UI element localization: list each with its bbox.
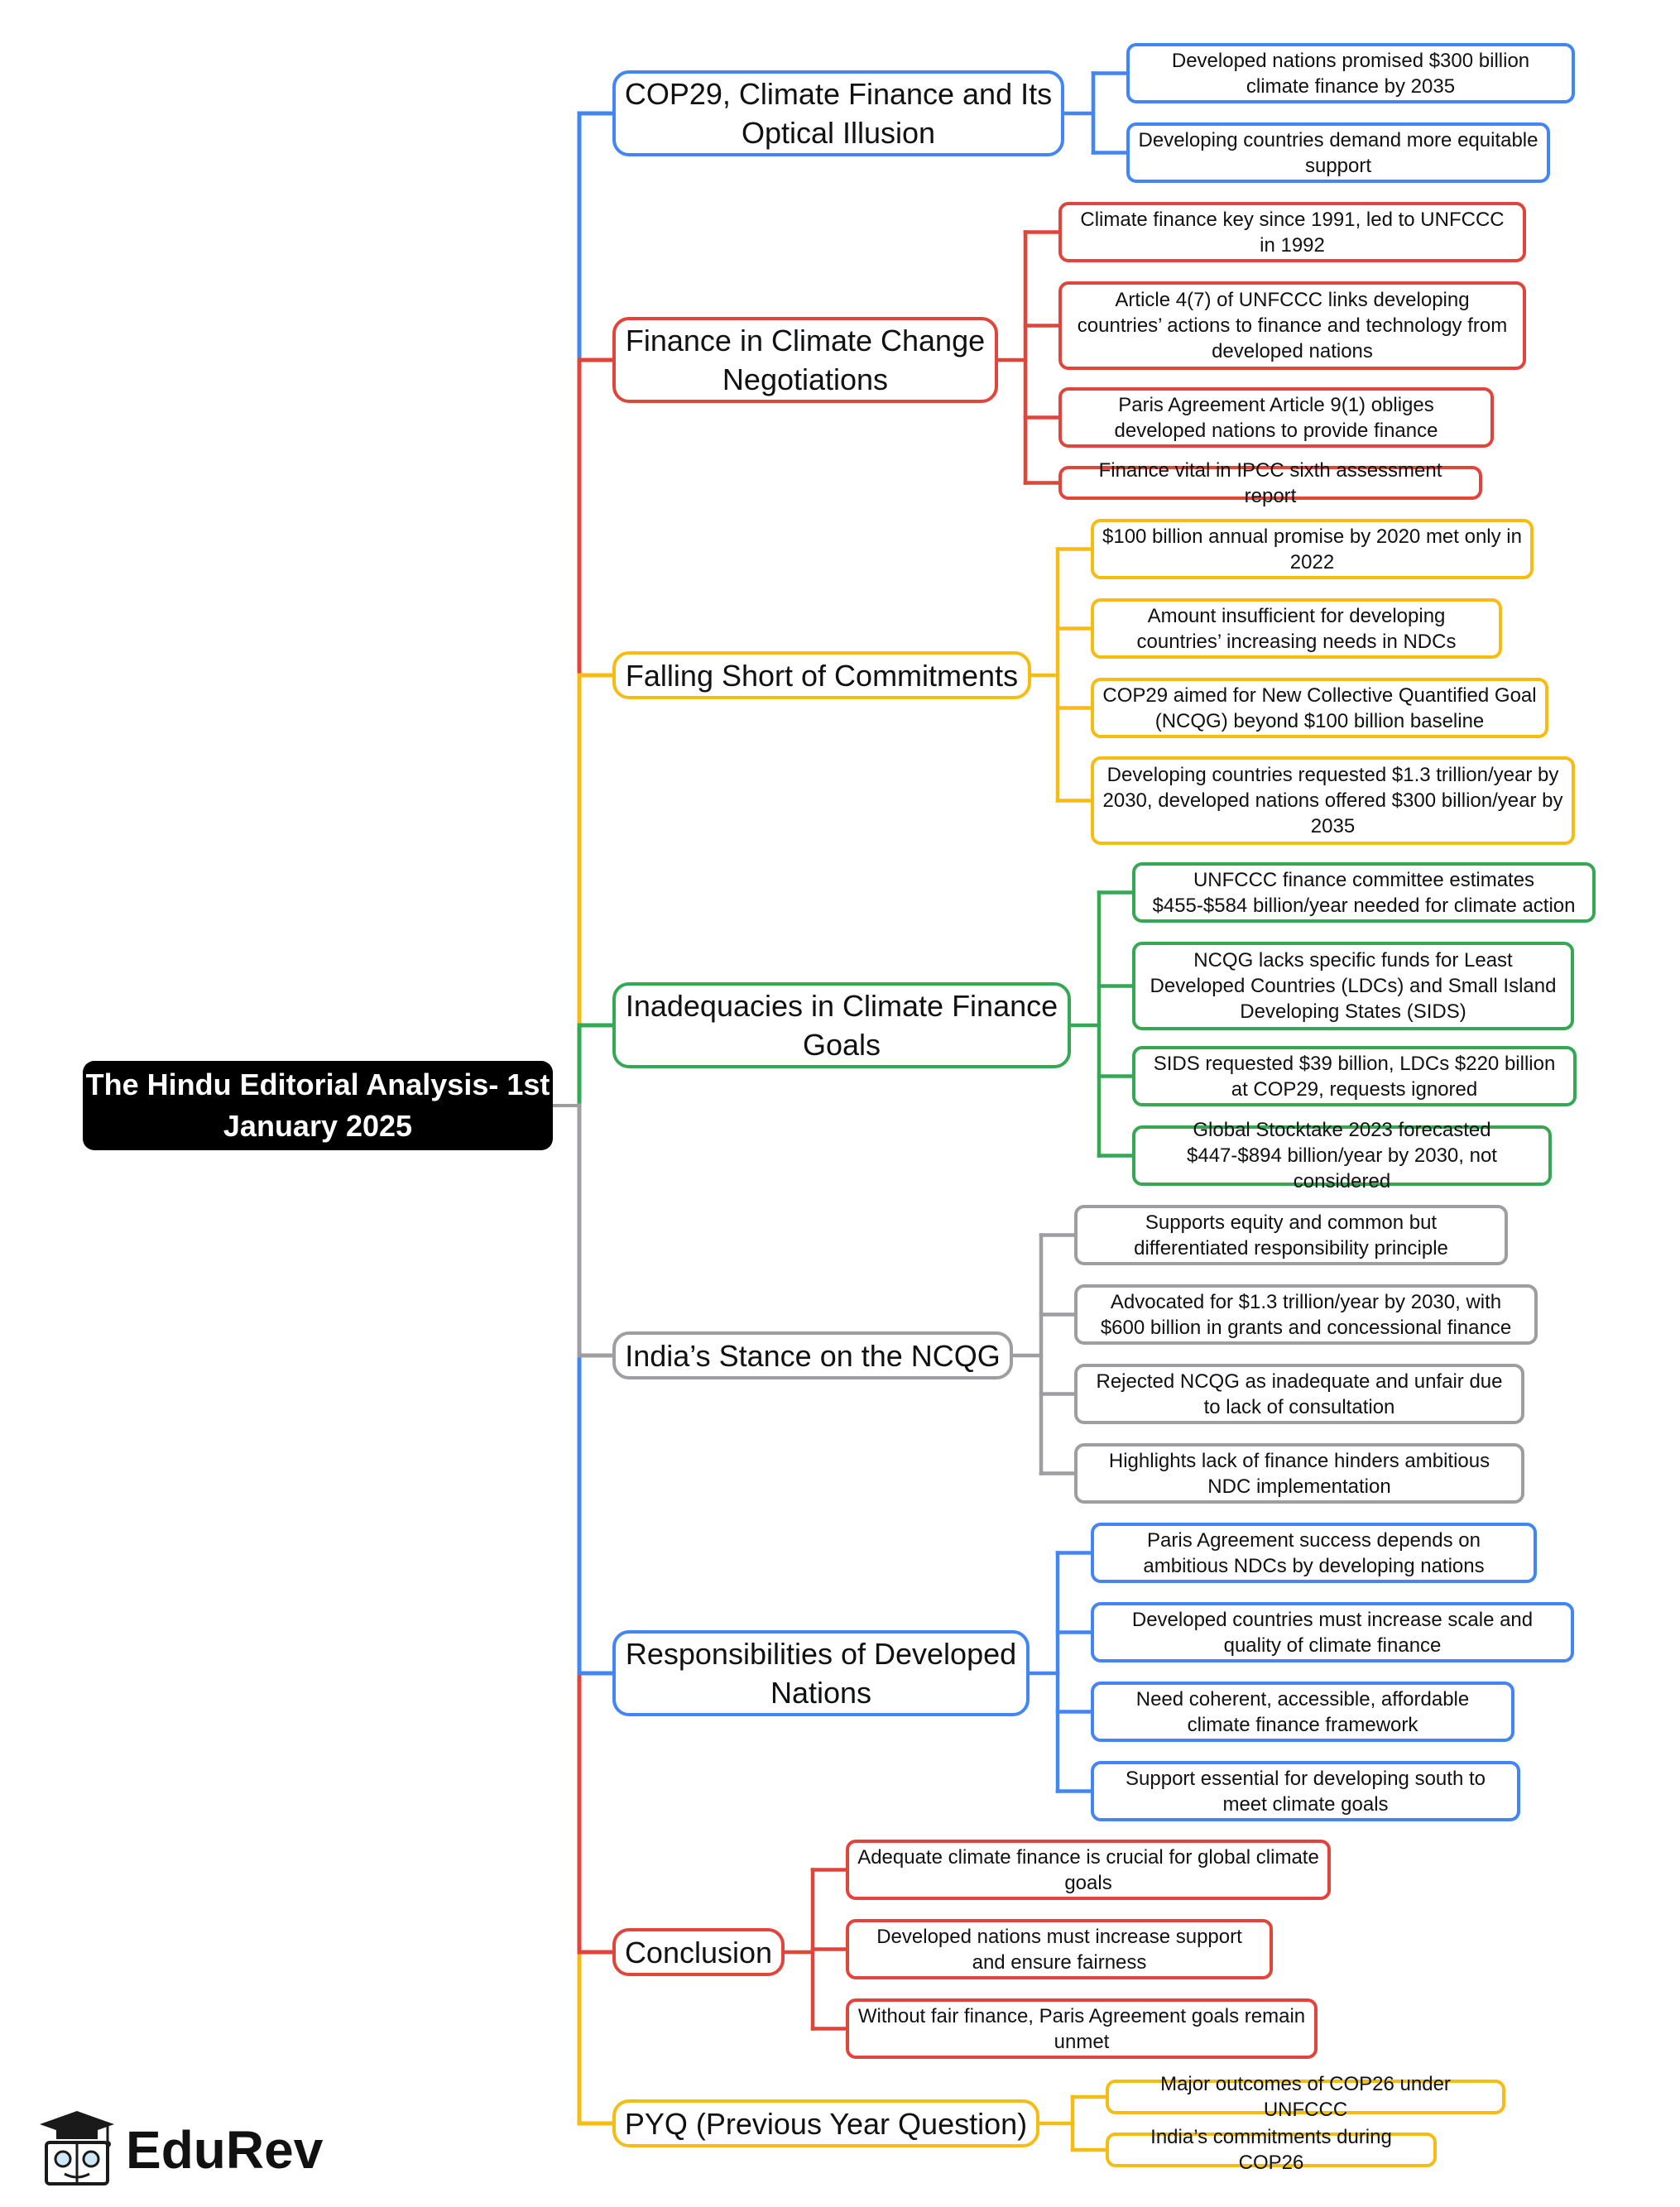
leaf-node: Supports equity and common but different… (1074, 1205, 1508, 1265)
leaf-node: $100 billion annual promise by 2020 met … (1091, 519, 1534, 579)
edurev-logo-text: EduRev (126, 2120, 324, 2180)
leaf-node: SIDS requested $39 billion, LDCs $220 bi… (1132, 1046, 1577, 1106)
root-node: The Hindu Editorial Analysis- 1st Januar… (83, 1061, 553, 1150)
leaf-node: Paris Agreement Article 9(1) obliges dev… (1058, 387, 1494, 448)
leaf-node: Developed countries must increase scale … (1091, 1602, 1574, 1662)
leaf-node: Rejected NCQG as inadequate and unfair d… (1074, 1364, 1524, 1424)
leaf-node: Advocated for $1.3 trillion/year by 2030… (1074, 1284, 1538, 1345)
leaf-node: Paris Agreement success depends on ambit… (1091, 1523, 1537, 1583)
leaf-node: Highlights lack of finance hinders ambit… (1074, 1443, 1524, 1504)
branch-node: India’s Stance on the NCQG (612, 1331, 1013, 1379)
branch-node: Conclusion (612, 1928, 785, 1976)
graduation-cap-book-icon (40, 2111, 114, 2185)
leaf-node: Developed nations promised $300 billion … (1126, 43, 1575, 103)
leaf-node: NCQG lacks specific funds for Least Deve… (1132, 942, 1574, 1030)
leaf-node: Climate finance key since 1991, led to U… (1058, 202, 1526, 262)
branch-node: Finance in Climate Change Negotiations (612, 317, 998, 403)
branch-node: COP29, Climate Finance and Its Optical I… (612, 70, 1064, 156)
leaf-node: Amount insufficient for developing count… (1091, 598, 1502, 659)
leaf-node: India’s commitments during COP26 (1106, 2126, 1437, 2174)
leaf-node: Support essential for developing south t… (1091, 1761, 1520, 1821)
leaf-node: Major outcomes of COP26 under UNFCCC (1106, 2073, 1505, 2121)
leaf-node: Developed nations must increase support … (846, 1919, 1273, 1979)
branch-node: Inadequacies in Climate Finance Goals (612, 982, 1071, 1068)
branch-node: Falling Short of Commitments (612, 651, 1031, 699)
leaf-node: Developing countries requested $1.3 tril… (1091, 756, 1575, 845)
branch-node: Responsibilities of Developed Nations (612, 1630, 1030, 1716)
branch-node: PYQ (Previous Year Question) (612, 2099, 1039, 2147)
leaf-node: Need coherent, accessible, affordable cl… (1091, 1682, 1514, 1742)
leaf-node: Article 4(7) of UNFCCC links developing … (1058, 281, 1526, 370)
leaf-node: UNFCCC finance committee estimates $455-… (1132, 862, 1596, 923)
leaf-node: Developing countries demand more equitab… (1126, 122, 1550, 183)
leaf-node: Adequate climate finance is crucial for … (846, 1840, 1331, 1900)
leaf-node: Finance vital in IPCC sixth assessment r… (1058, 459, 1482, 507)
leaf-node: COP29 aimed for New Collective Quantifie… (1091, 678, 1548, 738)
leaf-node: Without fair finance, Paris Agreement go… (846, 1998, 1318, 2059)
leaf-node: Global Stocktake 2023 forecasted $447-$8… (1132, 1119, 1552, 1192)
